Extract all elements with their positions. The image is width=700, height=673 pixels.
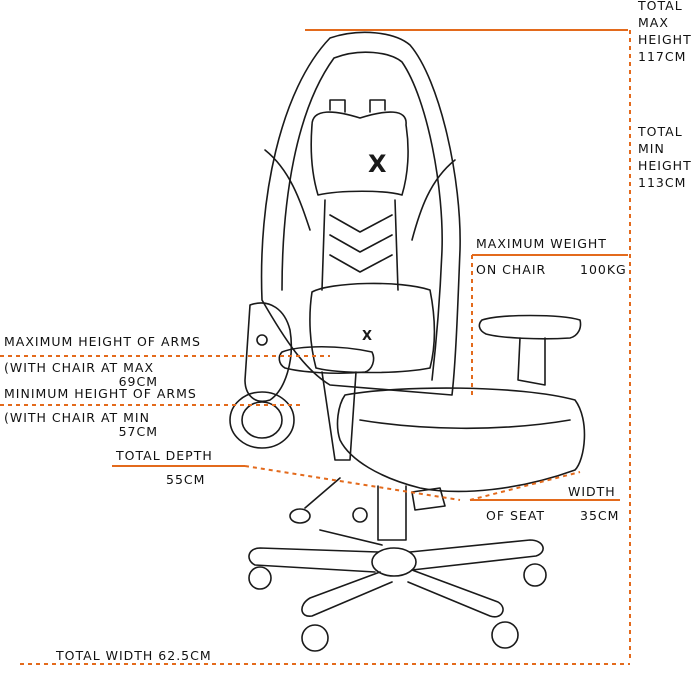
max-weight-sub: ON CHAIR: [476, 262, 547, 277]
seat-width-title: WIDTH: [568, 484, 616, 499]
caster-front-left: [301, 624, 329, 652]
pillow-strap-right: [369, 99, 386, 113]
tilt-block: [411, 487, 446, 511]
caster-front-right: [491, 621, 519, 649]
hinge-knob: [256, 334, 268, 346]
base-arm-left: [248, 547, 379, 573]
caster-right: [523, 563, 547, 587]
right-wing: [411, 159, 456, 241]
gas-lift: [377, 485, 407, 541]
left-armrest: [278, 345, 375, 374]
base-arm-right: [409, 539, 544, 571]
min-arm-value: 57CM: [118, 424, 158, 439]
base-hub: [371, 547, 417, 577]
min-height-label-1: TOTAL: [638, 124, 683, 139]
seat-width-value: 35CM: [580, 508, 620, 523]
lumbar-logo: X: [362, 329, 372, 344]
right-arm-post: [517, 337, 546, 386]
caster-back: [352, 507, 368, 523]
side-dial-inner: [241, 401, 283, 439]
max-arm-title: MAXIMUM HEIGHT OF ARMS: [4, 334, 201, 349]
backrest-inner: [281, 51, 443, 381]
center-stripe: [321, 199, 399, 291]
right-armrest: [478, 314, 582, 340]
caster-left: [248, 566, 272, 590]
seat-cushion: [336, 387, 586, 493]
height-lever: [304, 477, 341, 509]
chevron-2: [329, 234, 393, 253]
pillow-strap-left: [329, 99, 346, 113]
min-height-label-2: MIN: [638, 141, 665, 156]
min-height-value: 113CM: [638, 175, 687, 190]
depth-value: 55CM: [166, 472, 206, 487]
seat-width-sub: OF SEAT: [486, 508, 546, 523]
seat-width-dash: [469, 471, 581, 501]
max-height-value: 117CM: [638, 49, 687, 64]
min-arm-sub: (WITH CHAIR AT MIN: [4, 410, 150, 425]
backrest-shell: [260, 31, 461, 396]
lever-grip: [289, 508, 311, 524]
chevron-3: [329, 254, 393, 273]
base-arm-front-right: [407, 569, 504, 618]
depth-title: TOTAL DEPTH: [116, 448, 213, 463]
chevron-1: [329, 214, 393, 233]
total-width-label: TOTAL WIDTH 62.5CM: [56, 648, 212, 663]
left-arm-post: [321, 371, 357, 461]
head-pillow: [310, 111, 409, 196]
side-dial: [229, 391, 295, 449]
min-arm-title: MINIMUM HEIGHT OF ARMS: [4, 386, 197, 401]
max-weight-title: MAXIMUM WEIGHT: [476, 236, 607, 251]
side-hinge: [244, 302, 293, 402]
min-height-label-3: HEIGHT: [638, 158, 692, 173]
max-height-label-1: TOTAL: [638, 0, 683, 13]
seat-piping: [359, 419, 571, 430]
lumbar-pillow: [309, 282, 436, 374]
max-arm-value: 69CM: [118, 374, 158, 389]
pillow-logo: X: [368, 150, 387, 178]
base-arm-front-left: [301, 571, 393, 617]
base-arm-back-left: [319, 529, 383, 546]
depth-dash: [244, 465, 461, 501]
max-weight-value: 100KG: [580, 262, 627, 277]
max-arm-sub: (WITH CHAIR AT MAX: [4, 360, 155, 375]
max-height-label-2: MAX: [638, 15, 669, 30]
left-wing: [264, 149, 311, 231]
max-height-label-3: HEIGHT: [638, 32, 692, 47]
